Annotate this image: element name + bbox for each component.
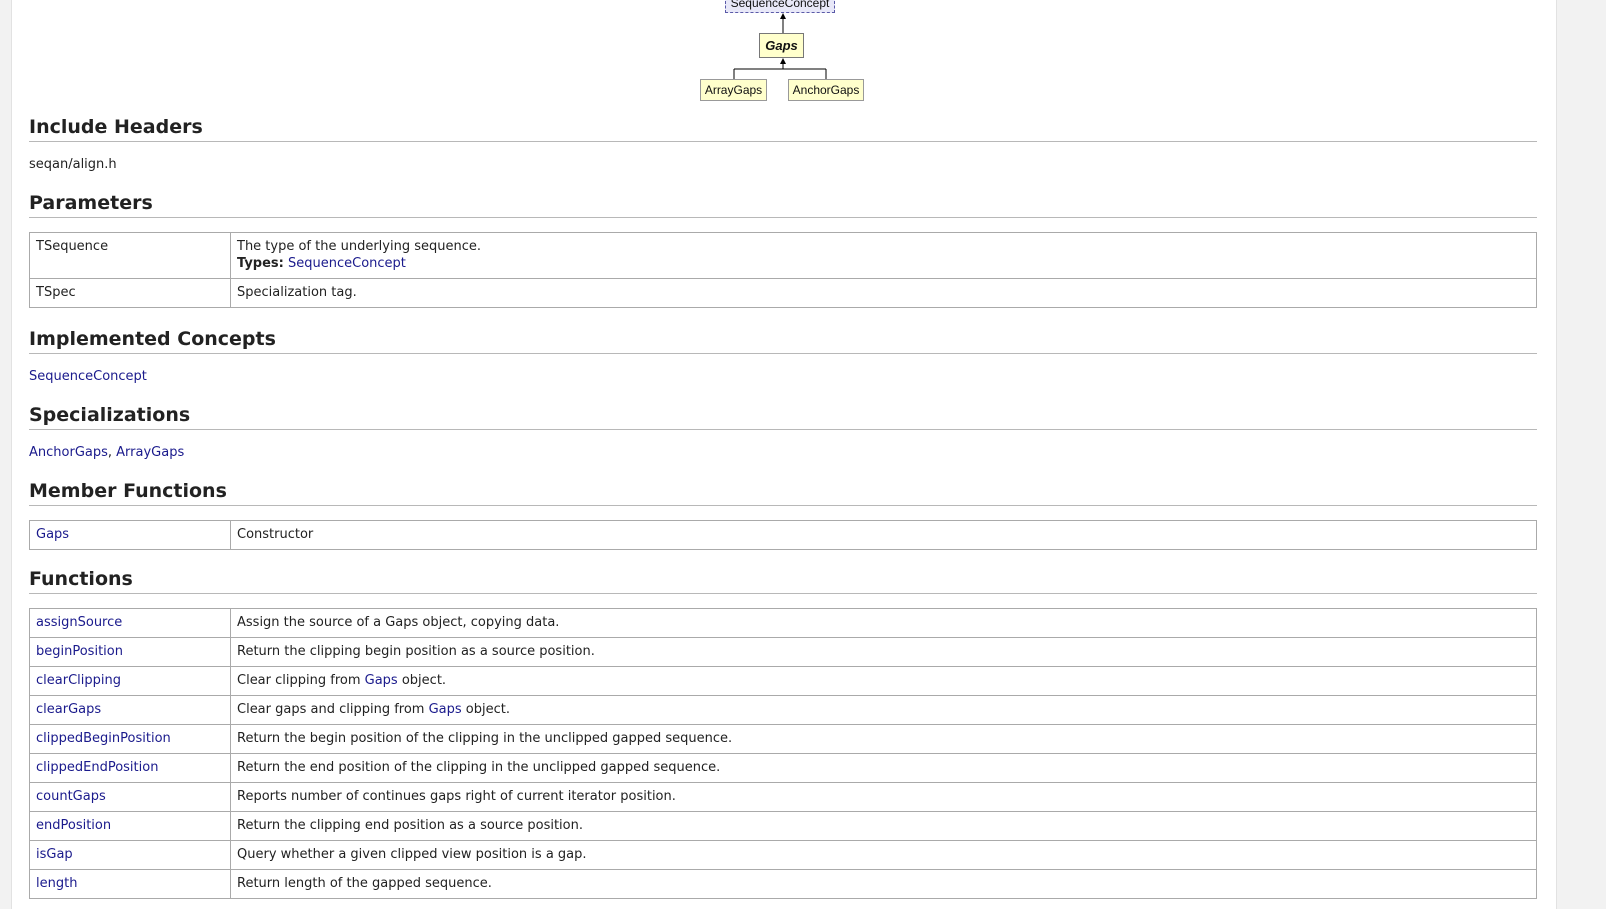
function-name-cell: clearGaps	[29, 695, 231, 725]
specializations-section: Specializations AnchorGaps, ArrayGaps	[29, 404, 1537, 462]
param-desc-text: The type of the underlying sequence.	[237, 239, 482, 254]
function-name-cell: length	[29, 869, 231, 899]
function-desc-text: Clear clipping from	[237, 673, 365, 688]
function-name-cell: countGaps	[29, 782, 231, 812]
diagram-node-gaps[interactable]: Gaps	[759, 33, 804, 58]
function-name-cell: isGap	[29, 840, 231, 870]
function-link-assignsource[interactable]: assignSource	[36, 615, 123, 630]
member-function-name-cell: Gaps	[29, 520, 231, 550]
function-name-cell: clearClipping	[29, 666, 231, 696]
function-name-cell: clippedEndPosition	[29, 753, 231, 783]
table-row: clippedBeginPosition Return the begin pos…	[29, 724, 1537, 754]
function-desc-text: Clear gaps and clipping from	[237, 702, 429, 717]
include-headers-section: Include Headers seqan/align.h	[29, 116, 1537, 174]
implemented-concepts-heading: Implemented Concepts	[29, 328, 1537, 354]
function-link-beginposition[interactable]: beginPosition	[36, 644, 123, 659]
implemented-concepts-section: Implemented Concepts SequenceConcept	[29, 328, 1537, 386]
specializations-list: AnchorGaps, ArrayGaps	[29, 444, 1537, 462]
function-desc: Assign the source of a Gaps object, copy…	[230, 608, 1537, 638]
function-desc-text: Return the end position of the clipping …	[237, 760, 721, 775]
content: SequenceConcept Gaps ArrayGaps AnchorGap…	[29, 0, 1537, 899]
function-link-countgaps[interactable]: countGaps	[36, 789, 106, 804]
function-name-cell: clippedBeginPosition	[29, 724, 231, 754]
function-desc: Return the begin position of the clippin…	[230, 724, 1537, 754]
function-desc-text: Return the clipping begin position as a …	[237, 644, 595, 659]
function-desc: Return the clipping begin position as a …	[230, 637, 1537, 667]
arrow-head-concept	[780, 13, 786, 19]
function-desc-text: Query whether a given clipped view posit…	[237, 847, 587, 862]
function-desc-text: Assign the source of a Gaps object, copy…	[237, 615, 560, 630]
table-row: length Return length of the gapped sequen…	[29, 869, 1537, 899]
function-link-length[interactable]: length	[36, 876, 78, 891]
function-desc: Return the clipping end position as a so…	[230, 811, 1537, 841]
function-desc: Clear clipping from Gaps object.	[230, 666, 1537, 696]
function-link-clearclipping[interactable]: clearClipping	[36, 673, 121, 688]
table-row: isGap Query whether a given clipped view …	[29, 840, 1537, 870]
spec-link-anchorgaps[interactable]: AnchorGaps	[29, 445, 108, 460]
diagram-connectors	[733, 13, 827, 79]
functions-table: assignSource Assign the source of a Gaps …	[29, 608, 1537, 899]
table-row: Gaps Constructor	[29, 520, 1537, 550]
member-functions-table: Gaps Constructor	[29, 520, 1537, 550]
list-separator: ,	[107, 445, 117, 460]
function-desc: Reports number of continues gaps right o…	[230, 782, 1537, 812]
diagram-node-anchorgaps[interactable]: AnchorGaps	[788, 79, 864, 101]
table-row: beginPosition Return the clipping begin p…	[29, 637, 1537, 667]
function-name-cell: beginPosition	[29, 637, 231, 667]
specializations-heading: Specializations	[29, 404, 1537, 430]
function-desc: Return the end position of the clipping …	[230, 753, 1537, 783]
function-link-isgap[interactable]: isGap	[36, 847, 73, 862]
member-function-link-gaps[interactable]: Gaps	[36, 527, 70, 542]
inline-link-gaps[interactable]: Gaps	[364, 673, 398, 688]
include-headers-heading: Include Headers	[29, 116, 1537, 142]
parameters-heading: Parameters	[29, 192, 1537, 218]
diagram-node-sequenceconcept[interactable]: SequenceConcept	[725, 0, 835, 13]
documentation-page: SequenceConcept Gaps ArrayGaps AnchorGap…	[11, 0, 1557, 909]
member-function-desc: Constructor	[230, 520, 1537, 550]
function-link-endposition[interactable]: endPosition	[36, 818, 112, 833]
table-row: TSequence The type of the underlying seq…	[29, 232, 1537, 279]
table-row: clearClipping Clear clipping from Gaps ob…	[29, 666, 1537, 696]
implemented-concepts-list: SequenceConcept	[29, 368, 1537, 386]
inheritance-diagram: SequenceConcept Gaps ArrayGaps AnchorGap…	[29, 0, 1537, 106]
param-desc: Specialization tag.	[230, 278, 1537, 308]
table-row: countGaps Reports number of continues gap…	[29, 782, 1537, 812]
function-desc: Return length of the gapped sequence.	[230, 869, 1537, 899]
functions-section: Functions assignSource Assign the source …	[29, 568, 1537, 899]
function-desc-text: Return length of the gapped sequence.	[237, 876, 492, 891]
table-row: clearGaps Clear gaps and clipping from Ga…	[29, 695, 1537, 725]
member-functions-section: Member Functions Gaps Constructor	[29, 480, 1537, 550]
function-name-cell: assignSource	[29, 608, 231, 638]
table-row: TSpec Specialization tag.	[29, 278, 1537, 308]
function-desc-text: Return the begin position of the clippin…	[237, 731, 733, 746]
table-row: endPosition Return the clipping end posit…	[29, 811, 1537, 841]
member-functions-heading: Member Functions	[29, 480, 1537, 506]
spec-link-arraygaps[interactable]: ArrayGaps	[116, 445, 185, 460]
parameters-table: TSequence The type of the underlying seq…	[29, 232, 1537, 308]
param-name: TSequence	[29, 232, 231, 279]
inline-link-gaps[interactable]: Gaps	[428, 702, 462, 717]
function-link-clippedbeginposition[interactable]: clippedBeginPosition	[36, 731, 171, 746]
arrow-head-gaps	[780, 58, 786, 64]
include-header-file: seqan/align.h	[29, 157, 117, 172]
function-desc-text: Reports number of continues gaps right o…	[237, 789, 676, 804]
functions-heading: Functions	[29, 568, 1537, 594]
diagram-node-arraygaps[interactable]: ArrayGaps	[700, 79, 767, 101]
param-desc: The type of the underlying sequence. Typ…	[230, 232, 1537, 279]
param-name: TSpec	[29, 278, 231, 308]
types-label: Types:	[237, 256, 284, 271]
function-link-clippedendposition[interactable]: clippedEndPosition	[36, 760, 159, 775]
table-row: assignSource Assign the source of a Gaps …	[29, 608, 1537, 638]
function-desc: Query whether a given clipped view posit…	[230, 840, 1537, 870]
function-desc: Clear gaps and clipping from Gaps object…	[230, 695, 1537, 725]
types-link-sequenceconcept[interactable]: SequenceConcept	[288, 256, 406, 271]
table-row: clippedEndPosition Return the end positio…	[29, 753, 1537, 783]
function-link-cleargaps[interactable]: clearGaps	[36, 702, 102, 717]
function-desc-text: object.	[461, 702, 510, 717]
parameters-section: Parameters TSequence The type of the und…	[29, 192, 1537, 308]
concept-link-sequenceconcept[interactable]: SequenceConcept	[29, 369, 147, 384]
function-name-cell: endPosition	[29, 811, 231, 841]
function-desc-text: Return the clipping end position as a so…	[237, 818, 583, 833]
function-desc-text: object.	[397, 673, 447, 688]
